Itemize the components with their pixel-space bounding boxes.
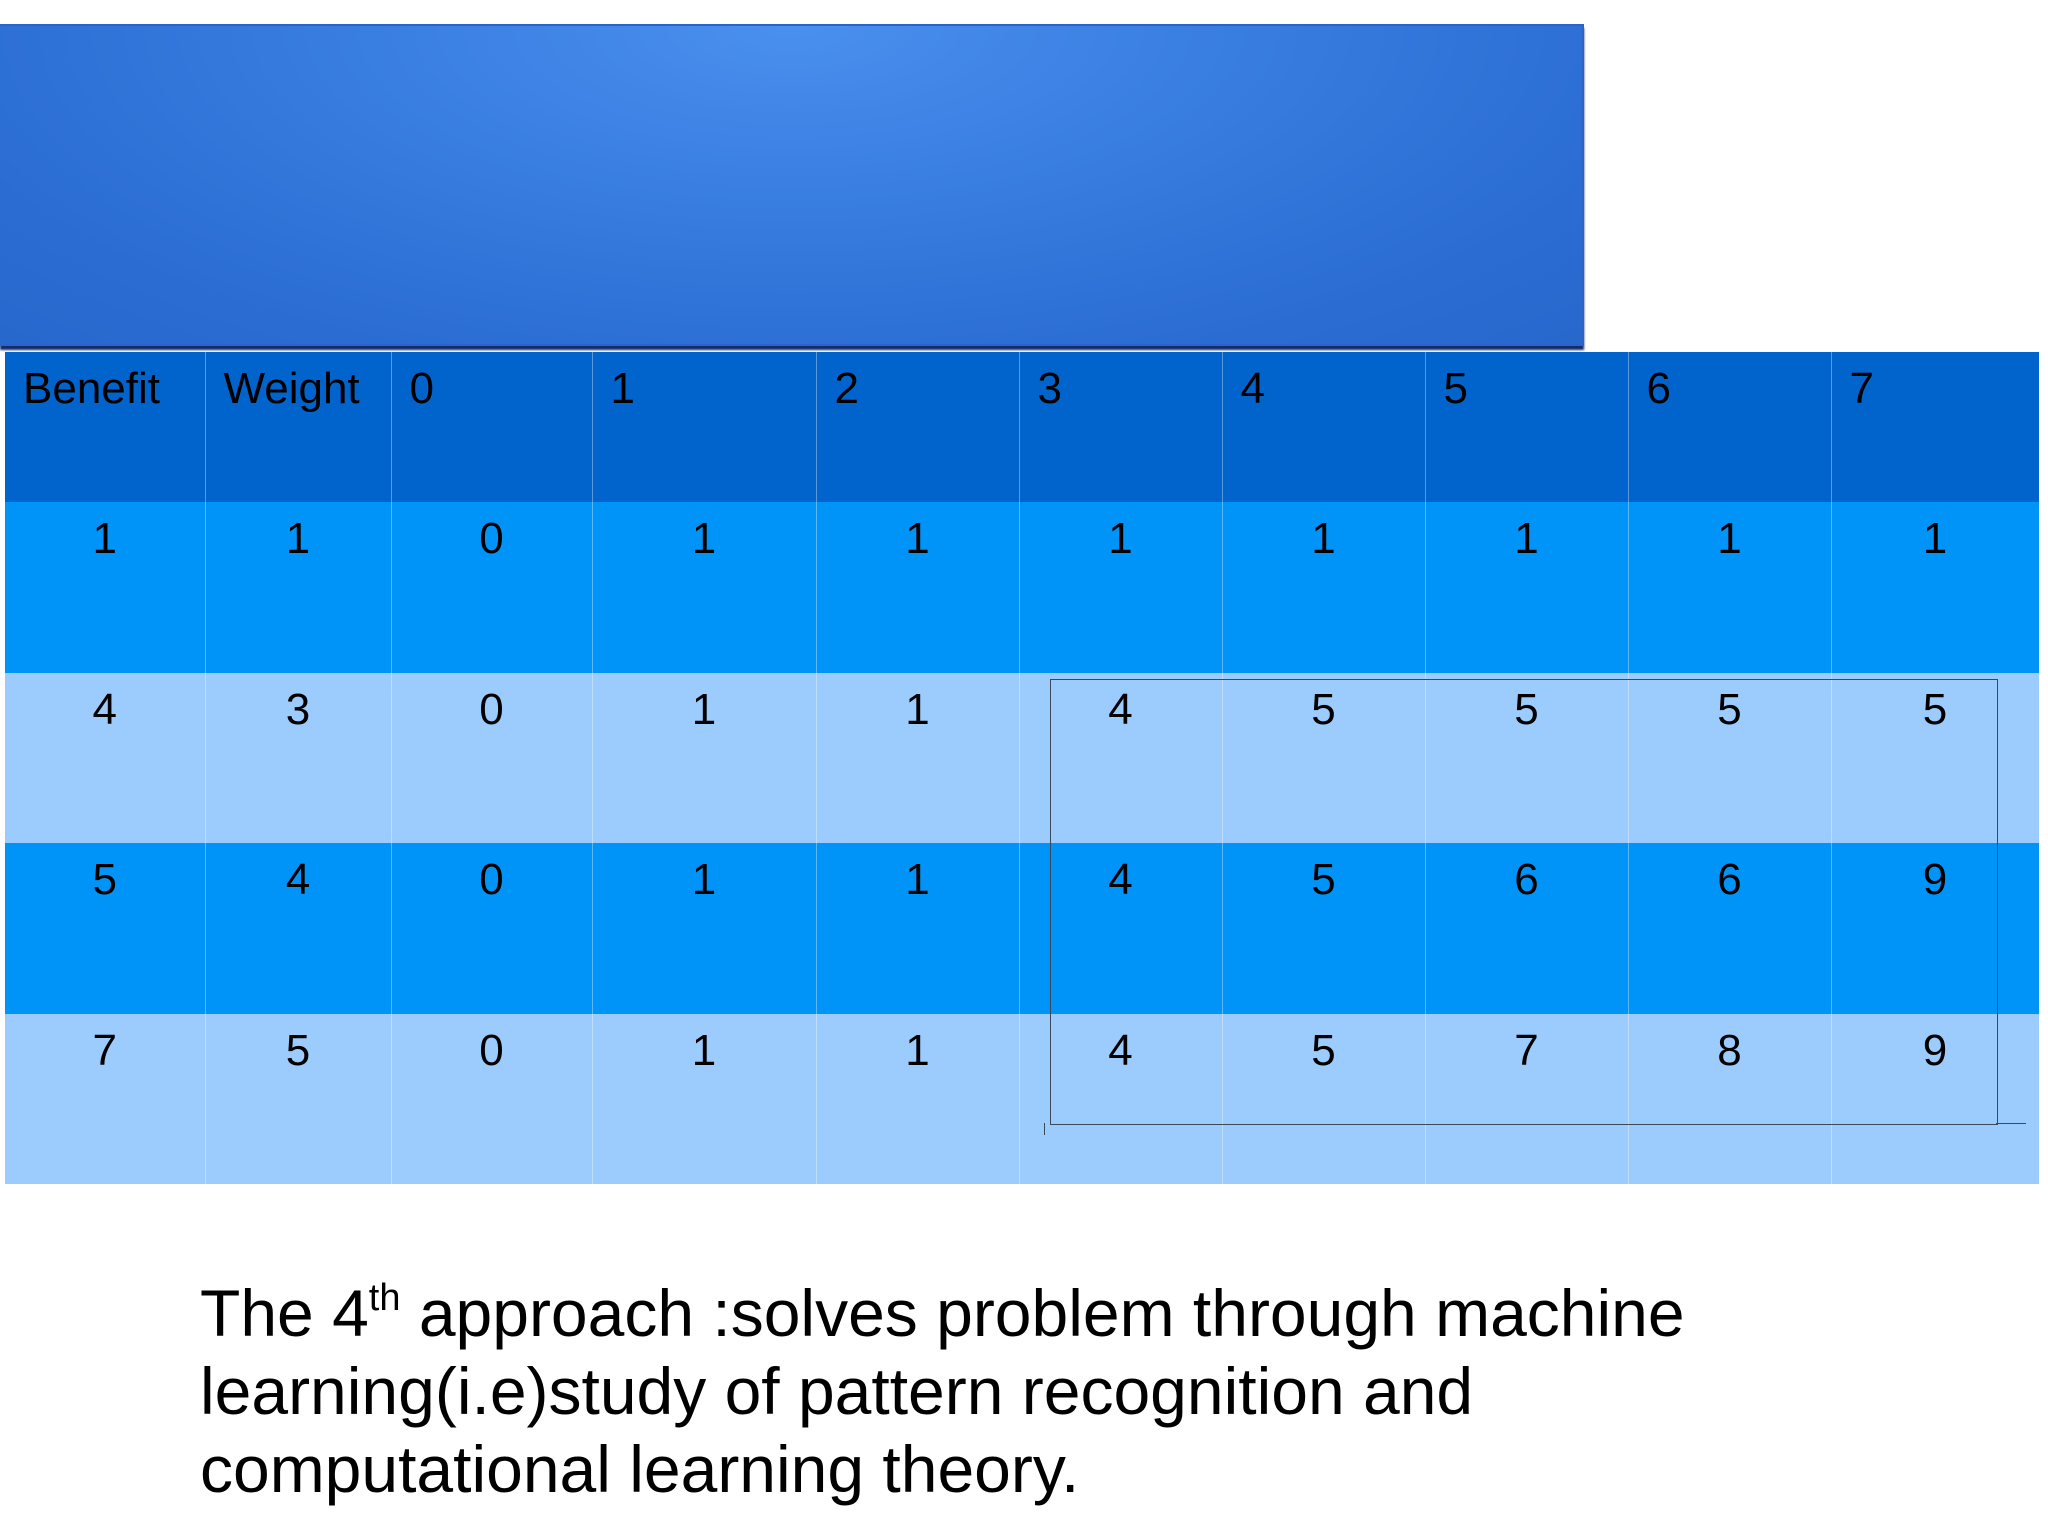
table-cell: 5: [1628, 672, 1832, 844]
knapsack-table: Benefit Weight 0 1 2 3 4 5 6 7 1 1 0 1 1…: [5, 352, 2040, 1184]
header-cell: 7: [1831, 352, 2040, 503]
header-cell: 2: [816, 352, 1020, 503]
table-cell: 5: [205, 1013, 392, 1184]
table-row: 7 5 0 1 1 4 5 7 8 9: [5, 1013, 2040, 1184]
header-cell: 6: [1628, 352, 1832, 503]
highlight-rectangle-tick: [1044, 1123, 1045, 1135]
table-header-row: Benefit Weight 0 1 2 3 4 5 6 7: [5, 352, 2040, 503]
table-cell: 1: [1831, 502, 2040, 673]
table-row: 5 4 0 1 1 4 5 6 6 9: [5, 843, 2040, 1014]
table-cell: 1: [816, 672, 1020, 844]
table-cell: 5: [1425, 672, 1629, 844]
table-cell: 1: [205, 502, 392, 673]
table-cell: 9: [1831, 1013, 2040, 1184]
table-cell: 0: [391, 843, 593, 1014]
header-cell: Weight: [205, 352, 392, 503]
header-cell: 5: [1425, 352, 1629, 503]
table-cell: 7: [1425, 1013, 1629, 1184]
header-cell: 0: [391, 352, 593, 503]
table-cell: 5: [5, 843, 206, 1014]
table-cell: 3: [205, 672, 392, 844]
table-cell: 4: [1019, 843, 1223, 1014]
table-cell: 5: [1222, 672, 1426, 844]
caption-text: approach :solves problem through machine…: [200, 1276, 1685, 1506]
header-cell: 1: [592, 352, 817, 503]
table-cell: 8: [1628, 1013, 1832, 1184]
table-cell: 1: [592, 1013, 817, 1184]
header-cell: 3: [1019, 352, 1223, 503]
table-cell: 1: [592, 502, 817, 673]
table-cell: 4: [1019, 1013, 1223, 1184]
table-cell: 5: [1222, 843, 1426, 1014]
table-cell: 7: [5, 1013, 206, 1184]
table-cell: 1: [1425, 502, 1629, 673]
table-cell: 1: [816, 502, 1020, 673]
table-cell: 1: [592, 843, 817, 1014]
table-row: 4 3 0 1 1 4 5 5 5 5: [5, 672, 2040, 844]
table-cell: 1: [816, 843, 1020, 1014]
knapsack-table-container: Benefit Weight 0 1 2 3 4 5 6 7 1 1 0 1 1…: [5, 352, 2040, 1184]
slide-title-bar: [0, 24, 1584, 346]
table-cell: 5: [1222, 1013, 1426, 1184]
caption-superscript: th: [368, 1277, 401, 1319]
table-cell: 1: [592, 672, 817, 844]
caption-text: The 4: [200, 1276, 369, 1350]
table-cell: 4: [5, 672, 206, 844]
header-cell: 4: [1222, 352, 1426, 503]
table-cell: 4: [1019, 672, 1223, 844]
slide-caption: The 4th approach :solves problem through…: [200, 1274, 1820, 1508]
table-cell: 9: [1831, 843, 2040, 1014]
table-row: 1 1 0 1 1 1 1 1 1 1: [5, 502, 2040, 673]
table-cell: 6: [1628, 843, 1832, 1014]
header-cell: Benefit: [5, 352, 206, 503]
table-cell: 0: [391, 502, 593, 673]
table-cell: 4: [205, 843, 392, 1014]
table-cell: 0: [391, 672, 593, 844]
table-cell: 5: [1831, 672, 2040, 844]
table-cell: 6: [1425, 843, 1629, 1014]
table-cell: 1: [5, 502, 206, 673]
table-cell: 1: [816, 1013, 1020, 1184]
table-cell: 1: [1222, 502, 1426, 673]
highlight-rectangle-tick: [1996, 1123, 2026, 1124]
table-cell: 1: [1019, 502, 1223, 673]
table-cell: 1: [1628, 502, 1832, 673]
table-cell: 0: [391, 1013, 593, 1184]
